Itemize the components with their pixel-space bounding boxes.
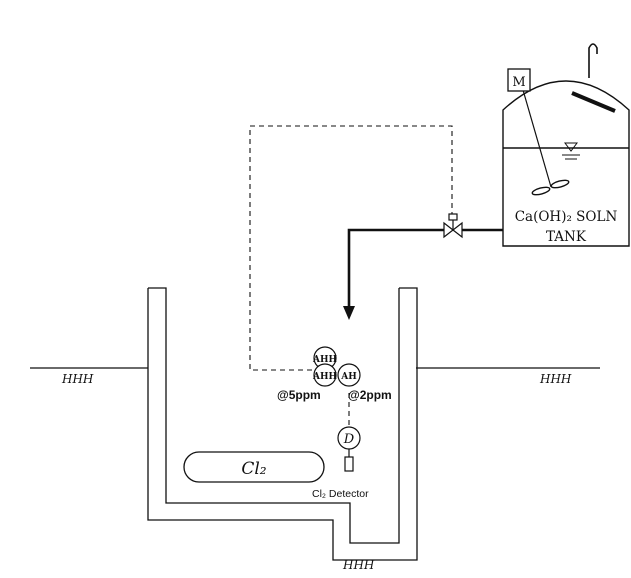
ahh-top-label: AHH — [312, 355, 337, 365]
pit-inner-wall — [148, 287, 400, 544]
ah-bubble — [337, 363, 361, 387]
control-valve-icon — [443, 213, 463, 239]
ground-hatch-left: HHH — [61, 372, 94, 386]
mixer-motor-box — [507, 68, 531, 92]
pit-structure — [147, 287, 418, 561]
mixer-motor-label: M — [512, 75, 525, 90]
chlorine-cylinder-label: Cl₂ — [241, 459, 266, 479]
detector-label: Cl₂ Detector — [312, 488, 369, 500]
tank-level-marker — [564, 142, 578, 152]
alarm-instruments — [313, 346, 361, 387]
ah-label: AH — [340, 372, 357, 382]
ahh-low-bubble — [313, 363, 337, 387]
feed-pipe-to-pit — [347, 228, 444, 312]
setpoint-high-high: @5ppm — [277, 388, 321, 402]
chlorine-cylinder — [183, 451, 325, 483]
caoh2-tank — [502, 43, 630, 247]
tank-body — [502, 80, 630, 247]
tank-hatch — [571, 91, 616, 113]
ahh-low-label: AHH — [312, 372, 337, 382]
mixer-impeller-right — [550, 179, 570, 189]
signal-line-ahh-to-valve — [249, 125, 453, 371]
feed-pipe — [347, 228, 503, 312]
pit-outer-wall — [147, 287, 418, 561]
feed-pipe-arrowhead — [343, 306, 355, 320]
signal-lines — [249, 125, 453, 428]
ground-hatch-bottom: HHH — [342, 558, 375, 572]
detector-symbol: D — [343, 432, 355, 447]
tank-label-line2: TANK — [546, 229, 587, 245]
mixer-shaft — [522, 89, 552, 188]
detector-sensor-icon — [344, 456, 354, 472]
tank-vent-pipe — [588, 43, 598, 78]
ground-hatch-right: HHH — [539, 372, 572, 386]
tank-label-line1: Ca(OH)₂ SOLN — [515, 209, 618, 225]
setpoint-high: @2ppm — [348, 388, 392, 402]
mixer-impeller-left — [531, 186, 551, 196]
